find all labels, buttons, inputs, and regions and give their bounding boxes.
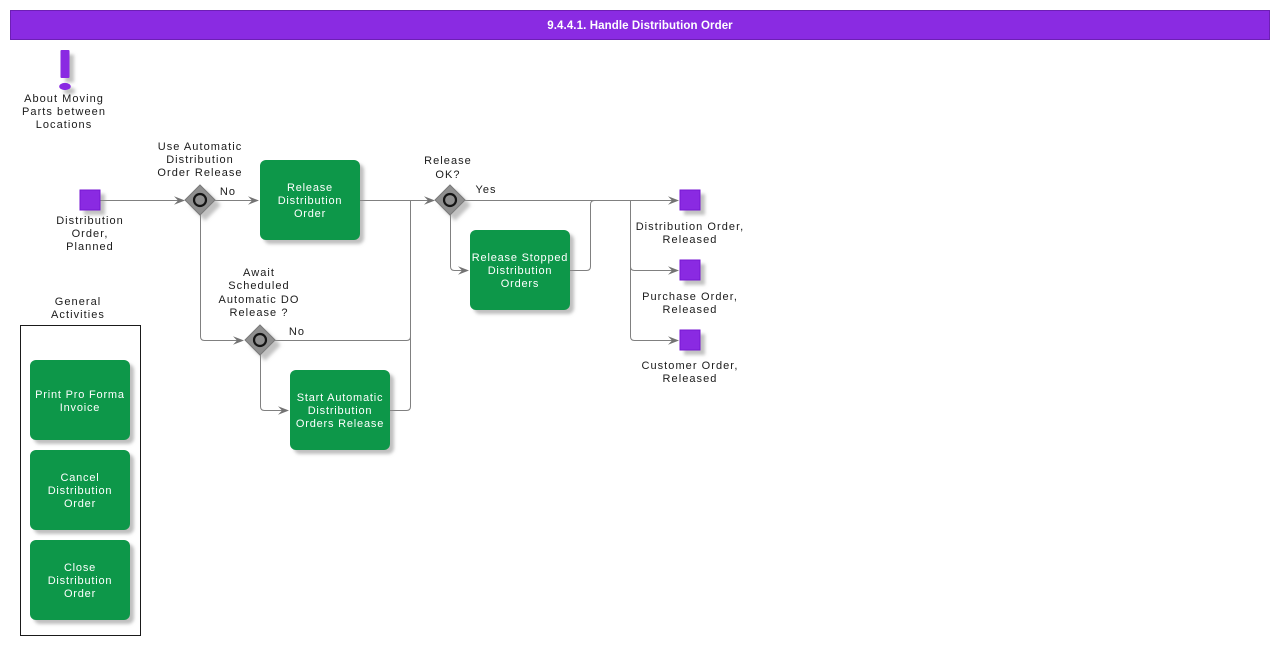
svg-text:About Moving: About Moving (24, 93, 104, 105)
svg-text:Order: Order (64, 498, 96, 510)
svg-text:Distribution Order,: Distribution Order, (636, 221, 745, 233)
svg-text:General: General (55, 296, 101, 308)
svg-text:No: No (289, 326, 305, 338)
svg-text:Released: Released (663, 304, 718, 316)
svg-text:Close: Close (64, 562, 96, 574)
svg-text:Distribution: Distribution (308, 405, 373, 417)
svg-text:OK?: OK? (435, 169, 460, 181)
svg-text:Release: Release (287, 182, 333, 194)
svg-text:Activities: Activities (51, 309, 105, 321)
svg-text:Print Pro Forma: Print Pro Forma (35, 389, 125, 401)
svg-text:Use Automatic: Use Automatic (158, 141, 243, 153)
svg-text:Purchase Order,: Purchase Order, (642, 291, 738, 303)
svg-text:Released: Released (663, 373, 718, 385)
svg-text:Release Stopped: Release Stopped (472, 252, 568, 264)
svg-text:Distribution: Distribution (56, 215, 124, 227)
svg-text:Start Automatic: Start Automatic (297, 392, 384, 404)
svg-text:Orders Release: Orders Release (296, 418, 384, 430)
svg-text:Customer Order,: Customer Order, (641, 360, 738, 372)
svg-text:9.4.4.1. Handle Distribution O: 9.4.4.1. Handle Distribution Order (547, 20, 733, 32)
svg-text:Invoice: Invoice (60, 402, 100, 414)
svg-text:Await: Await (243, 267, 275, 279)
svg-text:Order: Order (64, 588, 96, 600)
svg-text:Planned: Planned (66, 241, 114, 253)
svg-text:Release ?: Release ? (230, 307, 289, 319)
svg-text:Orders: Orders (501, 278, 539, 290)
svg-text:Released: Released (663, 234, 718, 246)
svg-text:Yes: Yes (475, 184, 496, 196)
svg-text:Order: Order (294, 208, 326, 220)
svg-text:Distribution: Distribution (278, 195, 343, 207)
svg-text:Order,: Order, (72, 228, 109, 240)
svg-text:Locations: Locations (36, 119, 93, 131)
svg-text:Distribution: Distribution (488, 265, 553, 277)
svg-text:Order Release: Order Release (157, 167, 242, 179)
svg-text:No: No (220, 186, 236, 198)
svg-text:Cancel: Cancel (60, 472, 99, 484)
svg-text:Parts between: Parts between (22, 106, 106, 118)
svg-text:Distribution: Distribution (48, 485, 113, 497)
svg-text:Automatic DO: Automatic DO (218, 294, 299, 306)
svg-text:Release: Release (424, 155, 472, 167)
svg-text:Distribution: Distribution (48, 575, 113, 587)
svg-text:Scheduled: Scheduled (228, 280, 289, 292)
svg-text:Distribution: Distribution (166, 154, 234, 166)
